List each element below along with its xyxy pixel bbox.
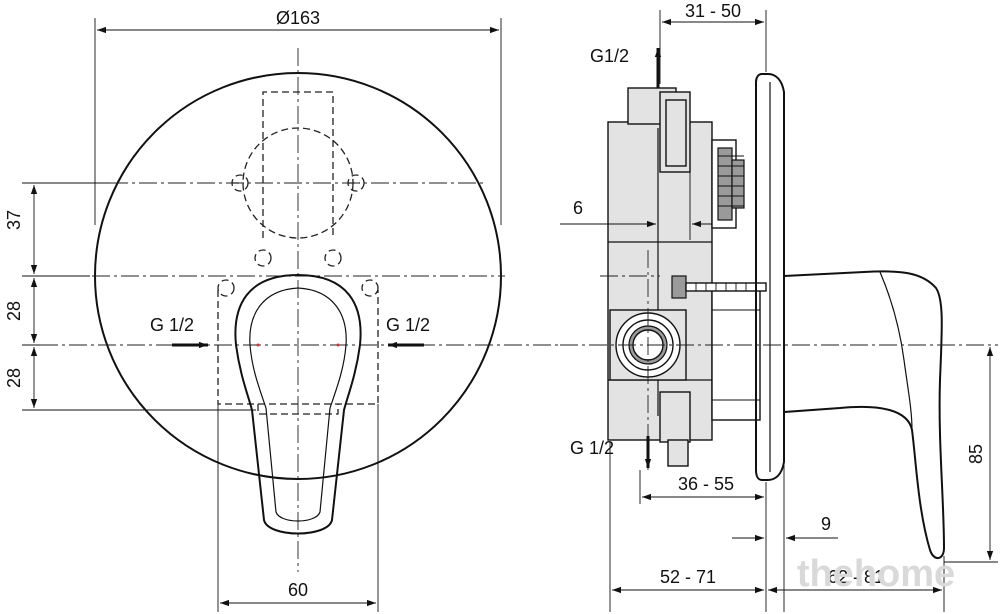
side-view: G1/2 G 1/2 31 - 50 6 36 - 55 9 52 - 71 6… — [560, 1, 998, 612]
dim-9-label: 9 — [821, 514, 831, 534]
lever-handle — [234, 273, 362, 535]
dim-52-71-label: 52 - 71 — [660, 567, 716, 587]
inlet-left-label: G 1/2 — [150, 315, 194, 335]
dim-37-label: 37 — [4, 210, 24, 230]
dim-6-label: 6 — [573, 198, 583, 218]
lever-side — [783, 270, 946, 559]
dim-31-50-label: 31 - 50 — [685, 1, 741, 21]
valve-box — [607, 121, 713, 441]
dim-60-label: 60 — [288, 580, 308, 600]
dim-36-55-label: 36 - 55 — [678, 474, 734, 494]
outlet-bottom-label: G 1/2 — [570, 438, 614, 458]
dim-28-lower-label: 28 — [4, 368, 24, 388]
front-view: Ø163 37 28 28 G 1/2 G 1/2 60 — [4, 8, 575, 612]
cartridge — [711, 139, 761, 421]
inlet-right-label: G 1/2 — [386, 315, 430, 335]
dim-85-label: 85 — [966, 444, 986, 464]
dim-62-81-label: 62 - 81 — [828, 567, 884, 587]
cover-plate-side — [755, 73, 785, 481]
outlet-top-label: G1/2 — [590, 46, 629, 66]
mounting-screw — [671, 275, 767, 299]
dim-28-upper-label: 28 — [4, 301, 24, 321]
hidden-valve-body — [217, 91, 379, 415]
diameter-label: Ø163 — [276, 8, 320, 28]
watermark-text: thehome — [797, 553, 955, 595]
